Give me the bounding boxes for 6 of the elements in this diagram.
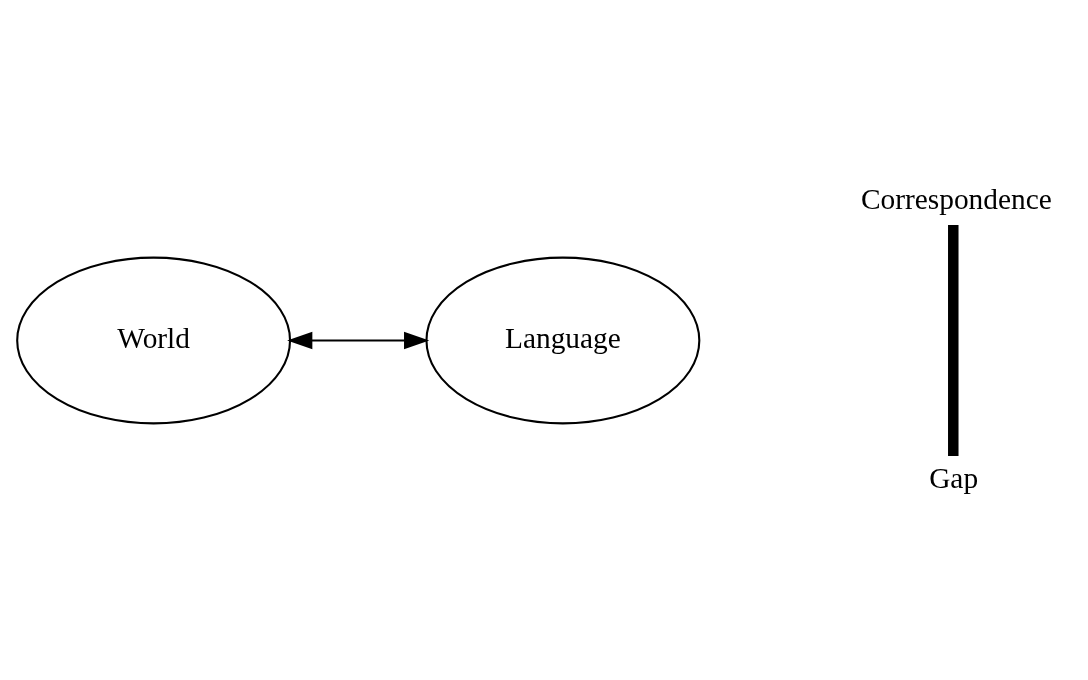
arrow [287,331,430,349]
node-ellipse: World [16,256,292,424]
node-label: Correspondence [860,182,1052,215]
node-ellipse: Language [425,256,701,424]
node-label: Gap [929,461,979,494]
node-box-text [948,224,959,456]
